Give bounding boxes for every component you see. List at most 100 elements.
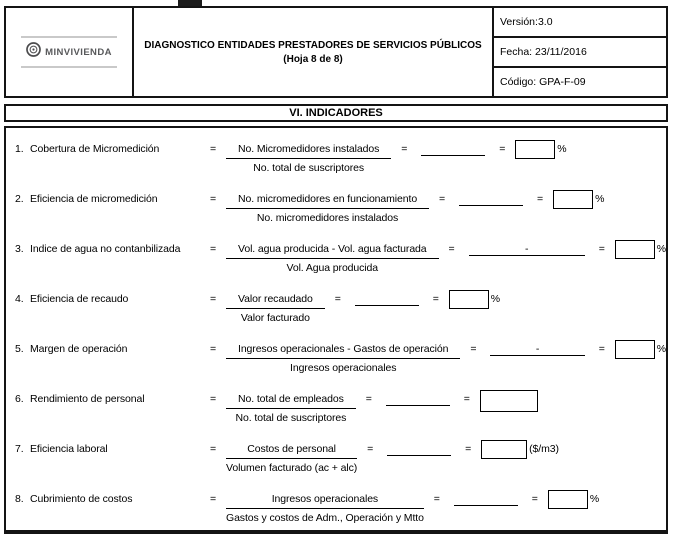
indicator-number: 7.	[15, 443, 24, 455]
equals-sign: =	[463, 393, 470, 405]
indicator-number: 4.	[15, 293, 24, 305]
result-input-box	[547, 490, 588, 509]
result-input-box	[481, 440, 528, 459]
result-input-box	[553, 190, 594, 209]
fraction: No. Micromedidores instalados No. total …	[226, 142, 392, 175]
equals-sign: =	[209, 243, 217, 255]
indicator-number: 1.	[15, 143, 24, 155]
equals-sign: =	[401, 143, 408, 155]
fraction: Ingresos operacionales - Gastos de opera…	[226, 342, 461, 375]
equals-sign: =	[598, 243, 605, 255]
indicator-label: Indice de agua no contanbilizada	[30, 243, 181, 255]
scan-artifact-mark	[178, 0, 202, 6]
equals-sign: =	[334, 293, 341, 305]
value-blank-line	[453, 492, 518, 506]
form-title: DIAGNOSTICO ENTIDADES PRESTADORES DE SER…	[144, 39, 482, 51]
fraction-numerator: Valor recaudado	[226, 292, 325, 309]
equals-sign: =	[432, 293, 439, 305]
section-title: VI. INDICADORES	[289, 107, 383, 119]
indicator-row: 3. Indice de agua no contanbilizada = Vo…	[6, 230, 666, 280]
unit-label: %	[656, 243, 666, 255]
indicator-row: 7. Eficiencia laboral = Costos de person…	[6, 430, 666, 480]
fraction-numerator: No. micromedidores en funcionamiento	[226, 192, 430, 209]
fraction-denominator: Gastos y costos de Adm., Operación y Mtt…	[226, 512, 424, 524]
fraction-denominator: No. micromedidores instalados	[256, 212, 399, 224]
result-input-box	[479, 390, 538, 412]
fraction-numerator: Ingresos operacionales - Gastos de opera…	[226, 342, 461, 359]
meta-cell: Versión:3.0 Fecha: 23/11/2016 Código: GP…	[494, 8, 666, 96]
equals-sign: =	[209, 393, 217, 405]
fraction-denominator: Valor facturado	[240, 312, 310, 324]
fraction-denominator: No. total de suscriptores	[253, 162, 364, 174]
fraction: Costos de personal Volumen facturado (ac…	[226, 442, 357, 475]
equals-sign: =	[367, 443, 374, 455]
header-table: MINVIVIENDA DIAGNOSTICO ENTIDADES PRESTA…	[4, 6, 668, 98]
indicators-box: 1. Cobertura de Micromedición = No. Micr…	[4, 126, 668, 534]
codigo-row: Código: GPA-F-09	[500, 76, 586, 88]
indicator-row: 2. Eficiencia de micromedición = No. mic…	[6, 180, 666, 230]
fraction-denominator: Vol. Agua producida	[286, 262, 379, 274]
indicator-row: 6. Rendimiento de personal = No. total d…	[6, 380, 666, 430]
unit-label: %	[490, 293, 501, 305]
version-row: Versión:3.0	[494, 8, 666, 38]
fraction: No. micromedidores en funcionamiento No.…	[226, 192, 430, 225]
indicator-label: Cubrimiento de costos	[30, 493, 133, 505]
logo-cell: MINVIVIENDA	[6, 8, 134, 96]
fraction-numerator: Costos de personal	[226, 442, 358, 459]
equals-sign: =	[448, 243, 455, 255]
value-blank-line: -	[468, 242, 585, 256]
indicator-number: 8.	[15, 493, 24, 505]
equals-sign: =	[537, 193, 544, 205]
fraction-denominator: No. total de suscriptores	[235, 412, 347, 424]
indicator-label: Eficiencia laboral	[30, 443, 108, 455]
indicator-label: Eficiencia de recaudo	[30, 293, 129, 305]
equals-sign: =	[433, 493, 440, 505]
equals-sign: =	[209, 493, 217, 505]
unit-label: %	[557, 143, 567, 155]
equals-sign: =	[598, 343, 605, 355]
equals-sign: =	[465, 443, 472, 455]
result-input-box	[448, 290, 489, 309]
logo-rule-bottom	[21, 66, 117, 68]
unit-label: %	[656, 343, 666, 355]
unit-label: %	[589, 493, 600, 505]
fraction: Ingresos operacionales Gastos y costos d…	[226, 492, 424, 525]
indicator-label: Cobertura de Micromedición	[30, 143, 160, 155]
fraction-denominator: Ingresos operacionales	[290, 362, 397, 374]
indicator-row: 1. Cobertura de Micromedición = No. Micr…	[6, 130, 666, 180]
minvivienda-emblem-icon	[26, 42, 42, 62]
indicator-row: 4. Eficiencia de recaudo = Valor recauda…	[6, 280, 666, 330]
indicator-label: Rendimiento de personal	[30, 393, 145, 405]
equals-sign: =	[531, 493, 538, 505]
indicator-number: 5.	[15, 343, 24, 355]
indicator-row: 8. Cubrimiento de costos = Ingresos oper…	[6, 480, 666, 530]
value-blank-line: -	[490, 342, 585, 356]
fraction: No. total de empleados No. total de susc…	[226, 392, 356, 425]
fraction-numerator: Vol. agua producida - Vol. agua facturad…	[226, 242, 439, 259]
logo-text: MINVIVIENDA	[45, 46, 112, 58]
logo-rule-top	[21, 36, 117, 38]
equals-sign: =	[470, 343, 477, 355]
equals-sign: =	[209, 293, 217, 305]
fraction-denominator: Volumen facturado (ac + alc)	[226, 462, 358, 474]
indicator-label: Margen de operación	[30, 343, 128, 355]
indicator-number: 2.	[15, 193, 24, 205]
fraction-numerator: No. Micromedidores instalados	[226, 142, 392, 159]
fecha-row: Fecha: 23/11/2016	[494, 38, 666, 68]
fraction: Valor recaudado Valor facturado	[226, 292, 325, 325]
fraction-numerator: No. total de empleados	[226, 392, 356, 409]
equals-sign: =	[209, 343, 217, 355]
equals-sign: =	[209, 193, 217, 205]
form-subtitle: (Hoja 8 de 8)	[283, 53, 343, 65]
value-blank-line	[387, 442, 452, 456]
equals-sign: =	[209, 143, 217, 155]
result-input-box	[515, 140, 556, 159]
equals-sign: =	[365, 393, 372, 405]
equals-sign: =	[499, 143, 506, 155]
value-blank-line	[421, 142, 486, 156]
value-blank-line	[354, 292, 419, 306]
result-input-box	[614, 340, 655, 359]
indicator-number: 6.	[15, 393, 24, 405]
minvivienda-logo: MINVIVIENDA	[21, 36, 117, 68]
indicator-row: 5. Margen de operación = Ingresos operac…	[6, 330, 666, 380]
